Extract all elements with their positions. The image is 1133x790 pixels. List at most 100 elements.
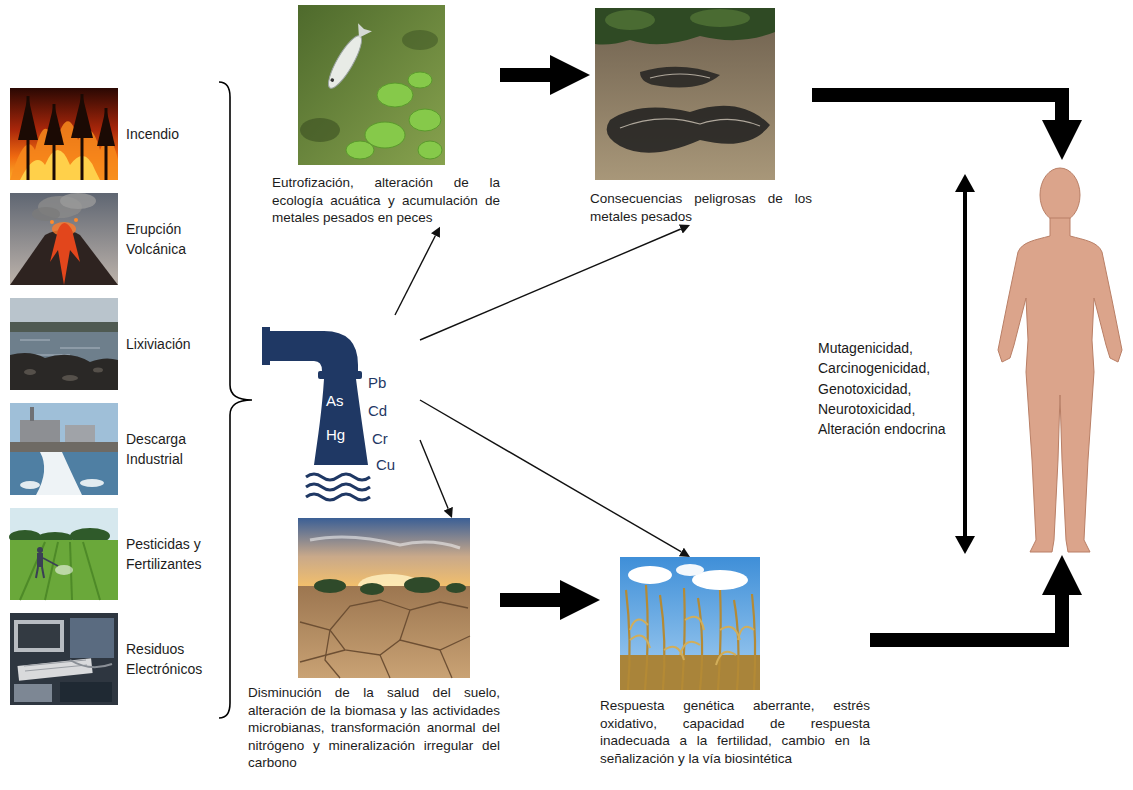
industrial-discharge-photo — [80, 479, 104, 487]
eutrophication-photo — [298, 5, 445, 165]
source-label: Erupción Volcánica — [126, 219, 216, 260]
discharge-pipe-icon — [306, 474, 370, 480]
industrial-discharge-photo — [10, 452, 118, 495]
polluted-river-photo — [605, 10, 655, 30]
dry-soil-photo — [400, 602, 468, 640]
pesticide-field-photo — [42, 567, 44, 578]
discharge-pipe-icon — [314, 379, 368, 465]
dry-soil-photo — [298, 518, 470, 678]
flow-arrow — [420, 440, 448, 509]
source-label: Lixiviación — [126, 334, 216, 354]
eutrophication-photo — [352, 23, 372, 41]
volcano-photo — [10, 193, 118, 285]
dry-crop-photo — [752, 594, 755, 690]
human-figure — [1040, 168, 1080, 222]
leaching-photo — [10, 298, 118, 390]
industrial-discharge-photo — [10, 403, 118, 495]
source-label: Descarga Industrial — [126, 429, 216, 470]
source-label: Pesticidas y Fertilizantes — [126, 534, 216, 575]
metal-symbol: Cu — [376, 457, 395, 472]
pesticide-field-photo — [37, 547, 43, 553]
leaching-photo — [62, 375, 78, 381]
industrial-discharge-photo — [30, 407, 34, 421]
dry-soil-photo — [446, 583, 466, 593]
human-figure — [998, 168, 1122, 552]
flow-arrow — [395, 236, 435, 315]
e-waste-photo — [60, 682, 112, 702]
dry-crop-photo — [620, 557, 760, 690]
dry-crop-photo — [738, 627, 754, 640]
e-waste-photo — [14, 684, 52, 702]
dry-crop-photo — [628, 566, 672, 584]
dry-crop-photo — [680, 642, 700, 655]
industrial-discharge-photo — [36, 452, 82, 495]
fire-photo — [10, 88, 118, 180]
caption-text: Eutrofización, alteración de la ecología… — [272, 174, 500, 227]
eutrophication-photo — [377, 83, 413, 107]
polluted-river-photo — [595, 8, 775, 180]
polluted-river-photo — [650, 74, 710, 78]
e-waste-photo — [70, 618, 114, 658]
dry-crop-photo — [685, 617, 704, 630]
e-waste-photo — [14, 620, 64, 652]
eutrophication-photo — [402, 30, 438, 50]
eutrophication-photo — [298, 5, 445, 165]
eutrophication-photo — [330, 78, 335, 83]
eutrophication-photo — [323, 32, 367, 92]
pesticide-field-photo — [43, 558, 58, 566]
eutrophication-photo — [408, 72, 432, 88]
discharge-pipe-icon — [266, 331, 358, 375]
pesticide-field-photo — [20, 542, 100, 600]
e-waste-photo — [70, 660, 112, 667]
pesticide-field-photo — [83, 542, 100, 600]
pesticide-field-photo — [36, 567, 38, 578]
caption-text: Respuesta genética aberrante, estrés oxi… — [600, 697, 870, 767]
leaching-photo — [93, 368, 103, 373]
dry-crop-photo — [716, 652, 736, 665]
polluted-river-photo — [620, 119, 760, 128]
industrial-discharge-photo — [10, 442, 118, 452]
dry-soil-photo — [404, 577, 440, 593]
leaching-photo — [24, 369, 36, 375]
human-figure — [998, 218, 1122, 552]
thick-flow-arrow — [812, 95, 1062, 120]
curly-bracket — [219, 82, 252, 718]
e-waste-photo — [24, 660, 87, 671]
e-waste-photo — [18, 624, 60, 648]
double-arrow — [955, 174, 975, 192]
volcano-photo — [50, 223, 80, 285]
flow-arrow — [420, 229, 681, 340]
polluted-river-photo — [620, 74, 760, 128]
e-waste-photo — [10, 613, 118, 705]
dry-crop-photo — [720, 627, 740, 640]
dry-crop-photo — [630, 617, 754, 665]
fire-photo — [44, 104, 64, 145]
fire-photo — [10, 88, 118, 180]
polluted-river-photo — [595, 8, 775, 45]
dry-crop-photo — [718, 590, 721, 690]
polluted-river-photo — [640, 67, 720, 88]
dry-soil-photo — [380, 655, 390, 678]
pesticide-field-photo — [10, 508, 118, 600]
dry-crop-photo — [682, 588, 685, 690]
leaching-photo — [10, 353, 118, 390]
dry-soil-photo — [300, 622, 470, 655]
polluted-river-photo — [607, 106, 770, 153]
source-label: Residuos Electrónicos — [126, 639, 216, 680]
volcano-photo — [50, 220, 54, 224]
discharge-pipe-icon — [306, 484, 370, 490]
e-waste-photo — [17, 658, 92, 681]
dry-soil-photo — [440, 650, 452, 678]
human-node: Mutagenicidad, Carcinogenicidad, Genotox… — [815, 160, 1128, 555]
volcano-photo — [60, 193, 96, 209]
leaching-photo — [60, 348, 100, 349]
fire-photo — [28, 94, 106, 180]
discharge-pipe-icon — [262, 327, 370, 500]
source-node: Descarga Industrial — [10, 403, 216, 495]
leaching-photo — [10, 322, 118, 332]
volcano-photo — [10, 193, 118, 285]
dry-crop-photo — [630, 636, 650, 649]
flow-arrow — [420, 400, 681, 552]
pesticide-field-photo — [37, 553, 43, 567]
